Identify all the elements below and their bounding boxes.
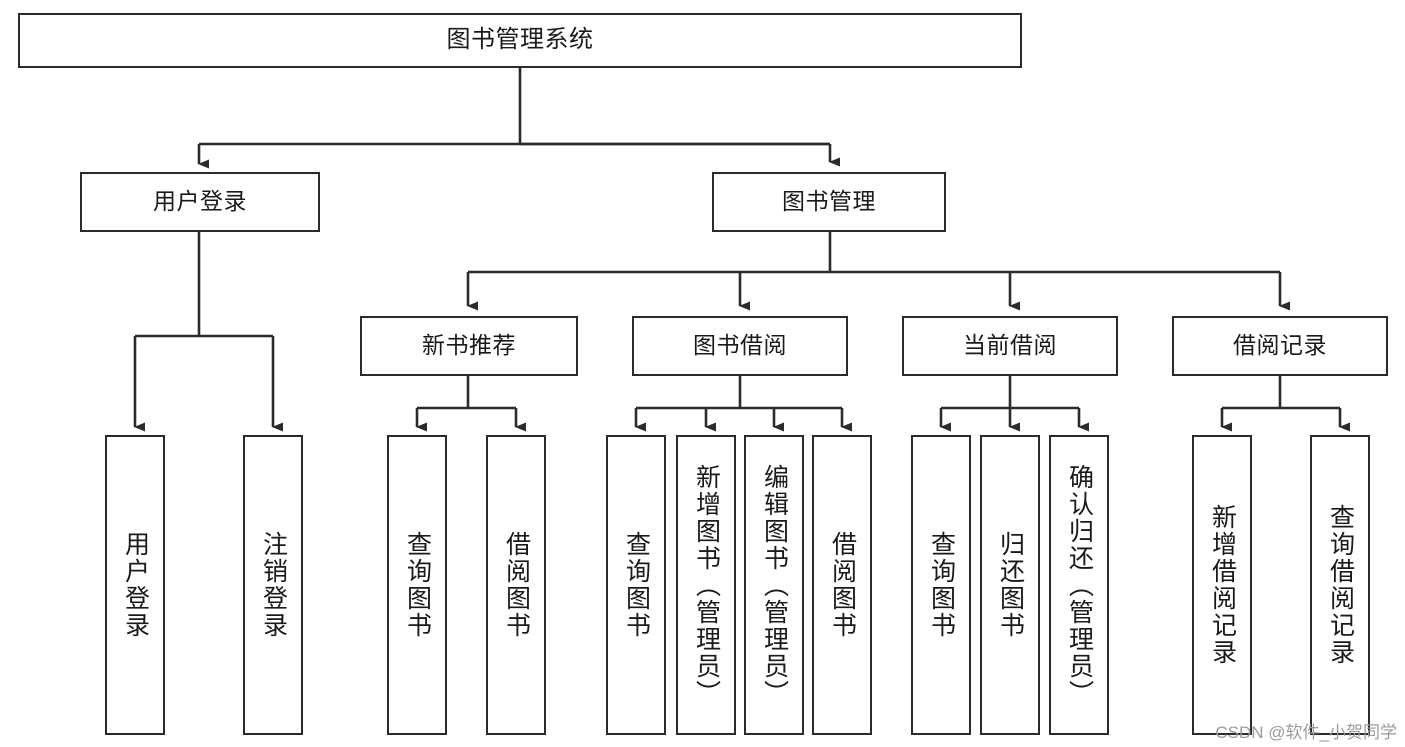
node-root-system[interactable]: 图书管理系统 [18, 13, 1022, 68]
leaf-book-borrow-borrow-book[interactable]: 借阅图书 [812, 435, 872, 735]
node-user-login[interactable]: 用户登录 [80, 172, 320, 232]
node-new-book-recommend[interactable]: 新书推荐 [360, 316, 578, 376]
node-label: 查询借阅记录 [1326, 504, 1355, 666]
node-borrow-record[interactable]: 借阅记录 [1172, 316, 1388, 376]
node-current-borrow[interactable]: 当前借阅 [902, 316, 1118, 376]
node-label: 注销登录 [259, 531, 288, 639]
leaf-user-login-logout[interactable]: 注销登录 [243, 435, 303, 735]
leaf-current-borrow-return-book[interactable]: 归还图书 [980, 435, 1040, 735]
node-label: 新增图书（管理员） [692, 463, 721, 707]
node-label: 借阅图书 [502, 531, 531, 639]
leaf-new-book-query-book[interactable]: 查询图书 [387, 435, 447, 735]
leaf-user-login-login[interactable]: 用户登录 [105, 435, 165, 735]
node-label: 用户登录 [153, 188, 247, 215]
node-book-borrow[interactable]: 图书借阅 [632, 316, 848, 376]
leaf-new-book-borrow-book[interactable]: 借阅图书 [486, 435, 546, 735]
leaf-current-borrow-confirm-return-admin[interactable]: 确认归还（管理员） [1049, 435, 1109, 735]
node-label: 编辑图书（管理员） [760, 463, 789, 707]
node-label: 新书推荐 [422, 332, 516, 359]
node-label: 用户登录 [121, 531, 150, 639]
leaf-current-borrow-query-book[interactable]: 查询图书 [911, 435, 971, 735]
node-label: 借阅记录 [1233, 332, 1327, 359]
node-label: 新增借阅记录 [1208, 504, 1237, 666]
leaf-book-borrow-add-book-admin[interactable]: 新增图书（管理员） [676, 435, 736, 735]
node-label: 图书借阅 [693, 332, 787, 359]
node-label: 图书管理 [782, 188, 876, 215]
node-book-management[interactable]: 图书管理 [712, 172, 946, 232]
node-label: 图书管理系统 [446, 26, 594, 54]
leaf-book-borrow-query-book[interactable]: 查询图书 [606, 435, 666, 735]
node-label: 确认归还（管理员） [1065, 463, 1094, 707]
leaf-borrow-record-query-record[interactable]: 查询借阅记录 [1310, 435, 1370, 735]
node-label: 当前借阅 [963, 332, 1057, 359]
leaf-borrow-record-add-record[interactable]: 新增借阅记录 [1192, 435, 1252, 735]
node-label: 查询图书 [403, 531, 432, 639]
leaf-book-borrow-edit-book-admin[interactable]: 编辑图书（管理员） [744, 435, 804, 735]
node-label: 归还图书 [996, 531, 1025, 639]
node-label: 查询图书 [927, 531, 956, 639]
node-label: 借阅图书 [828, 531, 857, 639]
node-label: 查询图书 [622, 531, 651, 639]
csdn-watermark: CSDN @软件_小贺同学 [1215, 723, 1397, 742]
